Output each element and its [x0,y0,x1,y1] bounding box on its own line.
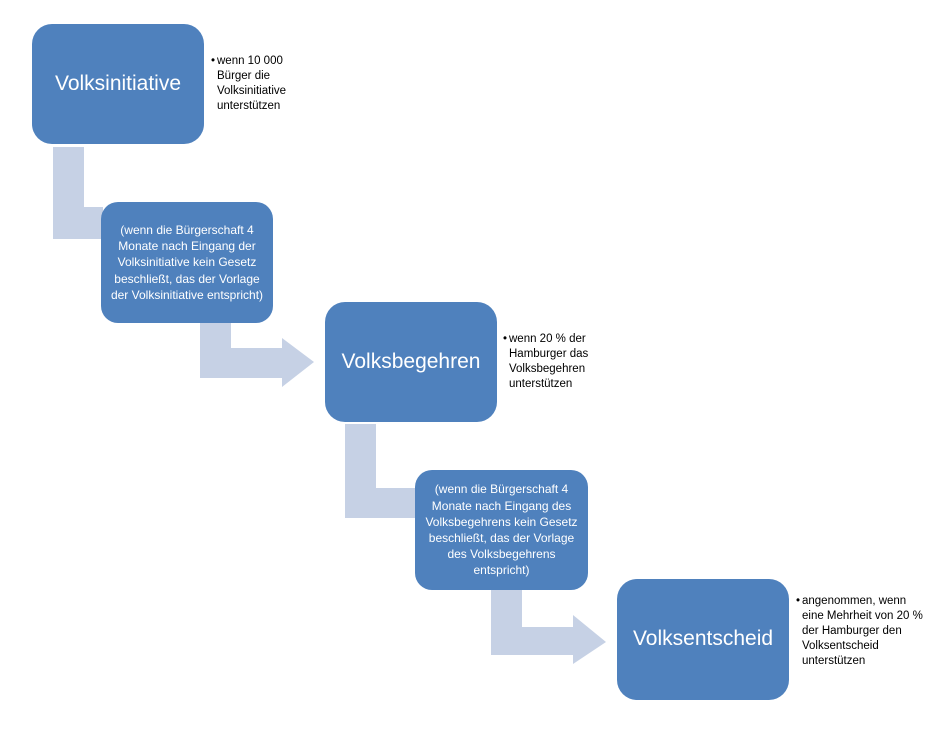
stage-label: Volksbegehren [341,349,481,373]
stage-note-volksinitiative: • wenn 10 000 Bürger die Volksinitiative… [211,54,309,114]
stage-note-text: angenommen, wenn eine Mehrheit von 20 % … [802,595,923,667]
bullet-glyph: • [211,55,216,67]
condition-text: (wenn die Bürgerschaft 4 Monate nach Ein… [110,223,264,302]
bent-arrow-4 [491,590,606,664]
stage-label: Volksinitiative [54,71,182,95]
stage-note-volksbegehren: • wenn 20 % der Hamburger das Volksbegeh… [503,332,603,392]
condition-box-1: (wenn die Bürgerschaft 4 Monate nach Ein… [101,202,273,323]
bent-arrow-3 [345,424,416,518]
stage-label: Volksentscheid [632,627,774,651]
stage-note-text: wenn 20 % der Hamburger das Volksbegehre… [509,333,589,390]
stage-note-volksentscheid: • angenommen, wenn eine Mehrheit von 20 … [796,594,924,669]
bullet-glyph: • [796,595,801,607]
stage-box-volksbegehren: Volksbegehren [325,302,497,422]
stage-note-text: wenn 10 000 Bürger die Volksinitiative u… [217,55,287,112]
bullet-glyph: • [503,333,508,345]
stage-box-volksinitiative: Volksinitiative [32,24,204,144]
condition-text: (wenn die Bürgerschaft 4 Monate nach Ein… [425,482,578,578]
stage-box-volksentscheid: Volksentscheid [617,579,789,700]
condition-box-2: (wenn die Bürgerschaft 4 Monate nach Ein… [415,470,588,590]
bent-arrow-1 [53,147,103,239]
bent-arrow-2 [200,322,314,387]
